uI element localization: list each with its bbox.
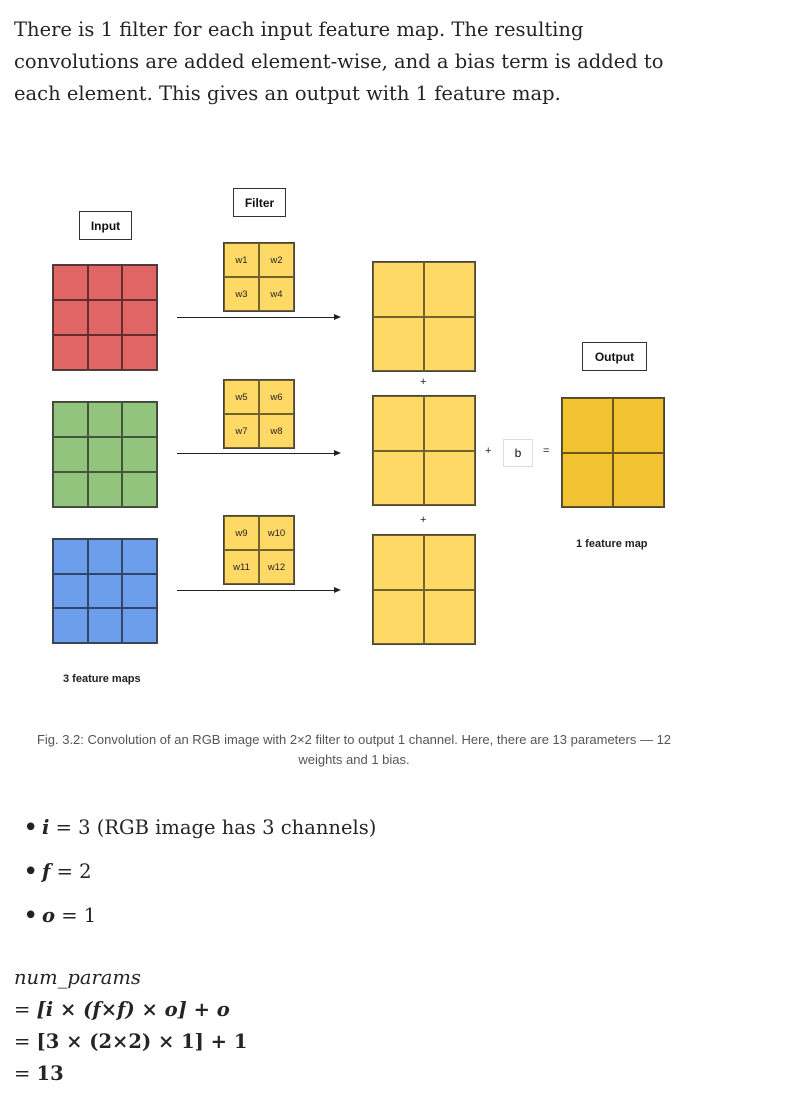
filter-weight: w6	[259, 380, 294, 414]
input-caption: 3 feature maps	[63, 673, 141, 685]
intro-paragraph: There is 1 filter for each input feature…	[14, 18, 664, 105]
output-label-box: Output	[582, 342, 647, 371]
convolution-result-2	[372, 395, 476, 506]
arrow-2	[177, 450, 341, 456]
filter-weight: w11	[224, 550, 259, 584]
equals-symbol: =	[543, 445, 550, 457]
filter-3: w9 w10 w11 w12	[223, 515, 295, 585]
input-feature-map-red	[52, 264, 158, 371]
filter-weight: w3	[224, 277, 259, 311]
filter-weight: w4	[259, 277, 294, 311]
formula-line-3: = [3 × (2×2) × 1] + 1	[14, 1026, 247, 1058]
filter-weight: w2	[259, 243, 294, 277]
filter-weight: w9	[224, 516, 259, 550]
formula-line-2: = [i × (f×f) × o] + o	[14, 994, 247, 1026]
input-label-box: Input	[79, 211, 132, 240]
filter-weight: w1	[224, 243, 259, 277]
filter-1: w1 w2 w3 w4	[223, 242, 295, 312]
filter-label-box: Filter	[233, 188, 286, 217]
bias-box: b	[503, 439, 533, 467]
plus-symbol: +	[485, 445, 492, 457]
parameter-formula: num_params = [i × (f×f) × o] + o = [3 × …	[14, 962, 247, 1090]
convolution-result-1	[372, 261, 476, 372]
input-feature-map-blue	[52, 538, 158, 644]
formula-result: 13	[36, 1062, 64, 1085]
formula-expression: [i × (f×f) × o] + o	[36, 998, 230, 1021]
filter-weight: w12	[259, 550, 294, 584]
formula-equals: =	[14, 998, 37, 1021]
bullet-variable: o	[42, 904, 56, 927]
plus-symbol: +	[420, 376, 427, 388]
bullet-list: i = 3 (RGB image has 3 channels) f = 2 o…	[14, 808, 376, 940]
filter-weight: w10	[259, 516, 294, 550]
filter-weight: w8	[259, 414, 294, 448]
input-feature-map-green	[52, 401, 158, 508]
output-caption: 1 feature map	[576, 538, 648, 550]
formula-equals: =	[14, 1030, 37, 1053]
formula-expression: [3 × (2×2) × 1] + 1	[36, 1030, 248, 1053]
plus-symbol: +	[420, 514, 427, 526]
filter-weight: w7	[224, 414, 259, 448]
formula-line-1: num_params	[14, 966, 141, 989]
arrow-3	[177, 587, 341, 593]
bullet-variable: f	[42, 860, 51, 883]
list-item: i = 3 (RGB image has 3 channels)	[14, 808, 376, 852]
bullet-text: = 1	[55, 904, 97, 927]
convolution-result-3	[372, 534, 476, 645]
output-feature-map	[561, 397, 665, 508]
list-item: o = 1	[14, 896, 376, 940]
filter-2: w5 w6 w7 w8	[223, 379, 295, 449]
figure-caption: Fig. 3.2: Convolution of an RGB image wi…	[36, 732, 672, 767]
arrow-1	[177, 314, 341, 320]
bullet-text: = 2	[50, 860, 92, 883]
list-item: f = 2	[14, 852, 376, 896]
bullet-text: = 3 (RGB image has 3 channels)	[49, 816, 377, 839]
filter-weight: w5	[224, 380, 259, 414]
formula-line-4: = 13	[14, 1058, 247, 1090]
formula-equals: =	[14, 1062, 37, 1085]
bullet-variable: i	[42, 816, 50, 839]
